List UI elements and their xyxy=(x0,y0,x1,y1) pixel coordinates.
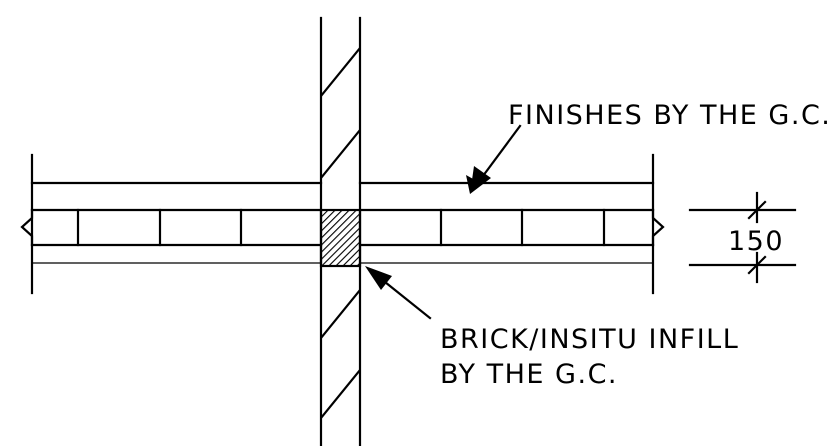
finishes-leader xyxy=(466,124,522,194)
dimension-label: 150 xyxy=(728,226,784,257)
infill-leader xyxy=(365,266,432,320)
right-slab xyxy=(358,153,665,295)
finishes-label: FINISHES BY THE G.C. xyxy=(508,100,828,131)
infill-label-line1: BRICK/INSITU INFILL xyxy=(440,324,739,355)
wall-hatch xyxy=(321,46,360,420)
left-break-line xyxy=(20,208,34,247)
infill-block xyxy=(319,208,362,268)
left-slab xyxy=(20,153,323,295)
right-break-line xyxy=(651,208,665,247)
infill-label-line2: BY THE G.C. xyxy=(440,359,618,390)
dimension-150: 150 xyxy=(688,191,797,284)
